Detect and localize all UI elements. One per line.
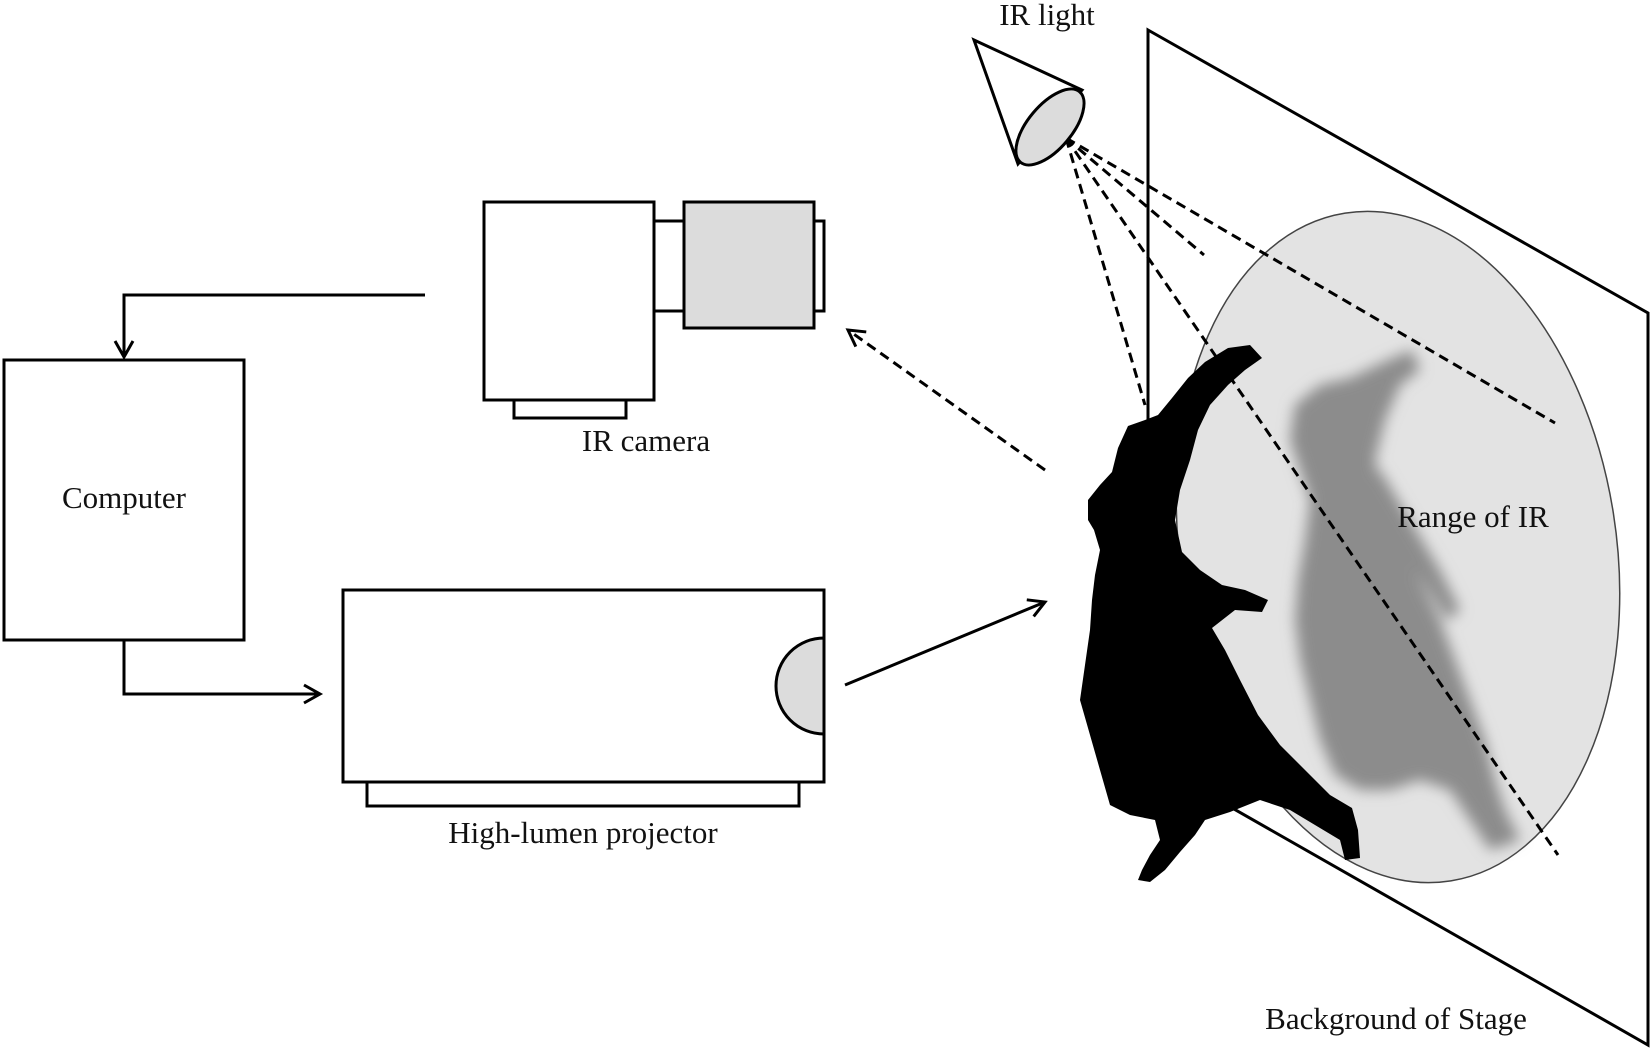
ir-light-icon	[971, 37, 1086, 167]
projector-to-dancer-arrow	[844, 598, 1048, 687]
ir-camera	[482, 200, 826, 420]
computer-to-projector-arrow	[122, 640, 324, 705]
range-of-ir-label: Range of IR	[1397, 499, 1549, 534]
ir-camera-neck	[652, 219, 686, 313]
projector-body	[341, 588, 826, 784]
computer-box	[2, 358, 246, 642]
ir-camera-base	[512, 398, 628, 420]
ir-camera-label: IR camera	[582, 423, 710, 458]
dancer-shadow	[1290, 350, 1520, 850]
ir-camera-lens-cap	[812, 219, 826, 313]
ir-light-label: IR light	[999, 0, 1095, 32]
projector-lens	[774, 636, 826, 736]
projector-base	[365, 780, 801, 808]
dancer-to-camera-dashed-arrow	[845, 328, 1046, 472]
ir-camera-body	[482, 200, 656, 402]
projector	[341, 588, 826, 808]
camera-to-computer-arrow	[113, 293, 425, 361]
projector-label: High-lumen projector	[448, 815, 718, 850]
computer-label: Computer	[62, 480, 187, 515]
ir-camera-lens	[682, 200, 816, 330]
background-of-stage-label: Background of Stage	[1265, 1001, 1527, 1036]
dancer-silhouette	[1080, 345, 1360, 882]
ir-light-beams	[1064, 136, 1560, 856]
